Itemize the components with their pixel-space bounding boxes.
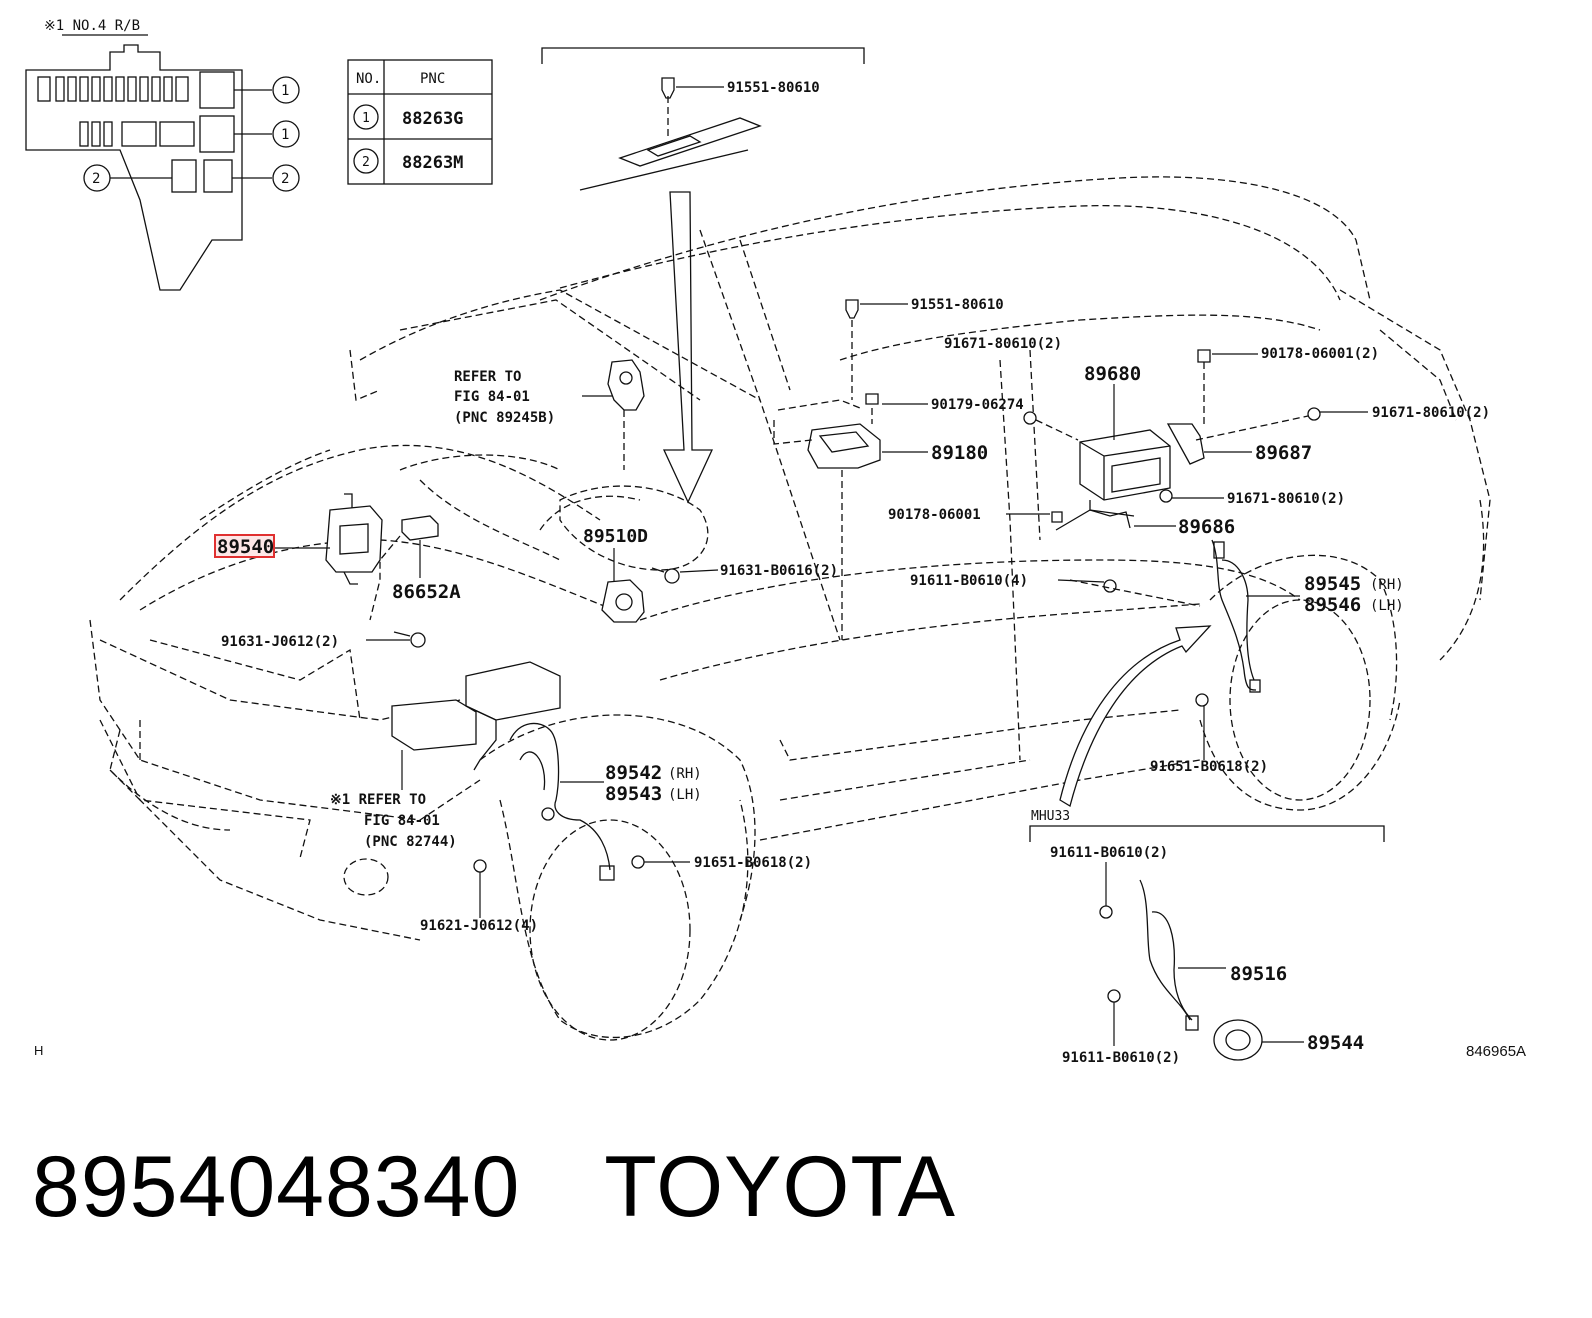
- label-89543-side: (LH): [668, 787, 702, 803]
- label-90178-b: 90178-06001: [888, 507, 981, 523]
- label-89686: 89686: [1178, 516, 1235, 538]
- table-row-2-pnc: 88263M: [402, 153, 463, 173]
- table-header-no: NO.: [356, 71, 381, 87]
- part-89180: [773, 299, 881, 640]
- leader-lines: [274, 86, 1368, 1046]
- vehicle-outline: [89, 176, 1491, 1041]
- circle-marker-2a: [83, 164, 111, 192]
- bolt-91631-b0616: [651, 567, 680, 584]
- label-91671-a: 91671-80610(2): [944, 336, 1062, 352]
- label-91651-a: 91651-B0618(2): [1150, 759, 1268, 775]
- refer-1-line-1: REFER TO: [454, 369, 521, 385]
- label-89545-side: (RH): [1370, 577, 1404, 593]
- fuse-marker-2a: 2: [92, 171, 100, 187]
- label-91651-b: 91651-B0618(2): [694, 855, 812, 871]
- label-89544: 89544: [1307, 1032, 1364, 1054]
- label-90179: 90179-06274: [931, 397, 1024, 413]
- label-91611-b: 91611-B0610(2): [1050, 845, 1168, 861]
- bracket-89245b: [607, 359, 645, 470]
- fuse-marker-1a: 1: [281, 83, 289, 99]
- part-89545: [1069, 539, 1261, 707]
- refer-2-line-1: ※1 REFER TO: [330, 792, 426, 808]
- circle-marker-1b: [272, 120, 300, 148]
- pnc-table: [347, 59, 493, 185]
- label-89543: 89543: [605, 783, 662, 805]
- label-91631-b0616: 91631-B0616(2): [720, 563, 838, 579]
- fuse-row-2: [79, 115, 235, 193]
- text-labels: ※1 NO.4 R/B NO. PNC 1 2 88263G 88263M 1 …: [34, 18, 1526, 1066]
- highlight-box: [214, 534, 275, 558]
- table-row-1-pnc: 88263G: [402, 109, 463, 129]
- label-89542-side: (RH): [668, 766, 702, 782]
- fuse-marker-1b: 1: [281, 127, 289, 143]
- part-89540: [325, 493, 383, 585]
- label-90178-a: 90178-06001(2): [1261, 346, 1379, 362]
- circle-marker-1a: [272, 76, 300, 104]
- label-91551-top: 91551-80610: [727, 80, 820, 96]
- direction-arrow-top: [662, 191, 714, 504]
- label-91551-mid: 91551-80610: [911, 297, 1004, 313]
- label-89545: 89545: [1304, 573, 1361, 595]
- table-header-pnc: PNC: [420, 71, 445, 87]
- label-89546: 89546: [1304, 594, 1361, 616]
- diagram-h: H: [34, 1043, 43, 1058]
- label-89687: 89687: [1255, 442, 1312, 464]
- label-91671-c: 91671-80610(2): [1227, 491, 1345, 507]
- part-89510d: [601, 579, 645, 623]
- part-89544: [1213, 1019, 1263, 1061]
- label-89180: 89180: [931, 442, 988, 464]
- bolt-91631-j0612: [393, 631, 426, 648]
- relay-block-inset: [25, 34, 300, 291]
- label-89510d: 89510D: [583, 526, 648, 547]
- caption-brand: TOYOTA: [604, 1139, 956, 1235]
- table-row-1-no: 1: [362, 111, 370, 126]
- refer-2-line-3: (PNC 82744): [364, 834, 457, 850]
- part-89680: [1023, 349, 1321, 531]
- label-86652a: 86652A: [392, 581, 461, 603]
- refer-1-line-3: (PNC 89245B): [454, 410, 555, 426]
- note-header: ※1 NO.4 R/B: [44, 18, 140, 34]
- diagram-id: 846965A: [1466, 1043, 1526, 1060]
- label-89540: 89540: [217, 536, 274, 558]
- direction-arrow-rear: [1059, 625, 1212, 808]
- label-89680: 89680: [1084, 363, 1141, 385]
- refer-1-line-2: FIG 84-01: [454, 389, 530, 405]
- label-89516: 89516: [1230, 963, 1287, 985]
- caption-part-number: 8954048340: [32, 1139, 521, 1235]
- table-row-2-no: 2: [362, 155, 370, 170]
- roof-sensor-detail: [541, 47, 865, 504]
- part-caption: 8954048340 TOYOTA: [32, 1138, 956, 1237]
- part-86652a: [369, 515, 439, 621]
- circle-marker-2b: [272, 164, 300, 192]
- mhu33-detail: [1029, 825, 1385, 1061]
- label-91631-j0612: 91631-J0612(2): [221, 634, 339, 650]
- refer-2-line-2: FIG 84-01: [364, 813, 440, 829]
- label-89546-side: (LH): [1370, 598, 1404, 614]
- diagram-canvas: .d { fill: none; stroke: #111; stroke-wi…: [25, 18, 1526, 1066]
- label-91611-a: 91611-B0610(4): [910, 573, 1028, 589]
- relay-box-82744: [391, 661, 561, 790]
- label-mhu33: MHU33: [1031, 809, 1070, 824]
- label-91611-c: 91611-B0610(2): [1062, 1050, 1180, 1066]
- table-circle-2: [353, 148, 379, 174]
- label-91671-b: 91671-80610(2): [1372, 405, 1490, 421]
- fuse-marker-2b: 2: [281, 171, 289, 187]
- label-89542: 89542: [605, 762, 662, 784]
- label-91621: 91621-J0612(4): [420, 918, 538, 934]
- part-89542: [473, 722, 645, 881]
- table-circle-1: [353, 104, 379, 130]
